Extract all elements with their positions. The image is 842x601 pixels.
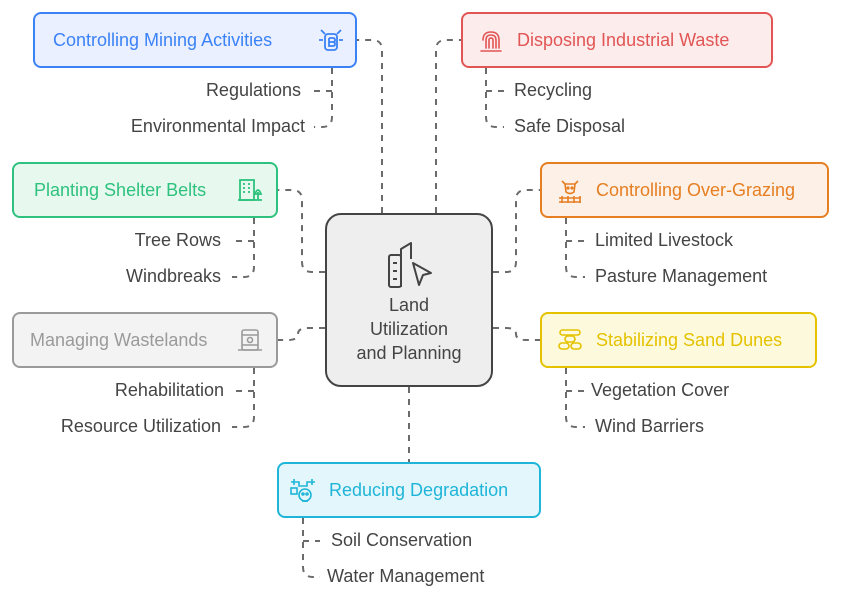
list-item: Limited Livestock bbox=[595, 230, 734, 250]
skull-pipes-icon bbox=[290, 479, 315, 502]
waste-barrel-icon bbox=[238, 329, 262, 351]
topic-sand-dunes[interactable]: Stabilizing Sand Dunes bbox=[540, 312, 817, 368]
list-item: Soil Conservation bbox=[331, 530, 473, 550]
list-item: Regulations bbox=[205, 80, 301, 100]
central-label-line-1: Land bbox=[388, 295, 430, 315]
list-item: Resource Utilization bbox=[60, 416, 221, 436]
mining-bitcoin-icon bbox=[319, 29, 343, 51]
topic-mining-activities[interactable]: Controlling Mining Activities bbox=[33, 12, 357, 68]
topic-label: Reducing Degradation bbox=[329, 479, 509, 500]
list-item: Environmental Impact bbox=[130, 116, 305, 136]
cow-fence-icon bbox=[559, 180, 581, 203]
topic-label: Disposing Industrial Waste bbox=[517, 29, 730, 50]
list-item: Windbreaks bbox=[125, 266, 221, 286]
list-item: Water Management bbox=[327, 566, 485, 586]
list-item: Rehabilitation bbox=[114, 380, 224, 400]
topic-over-grazing[interactable]: Controlling Over-Grazing bbox=[540, 162, 829, 218]
list-item: Tree Rows bbox=[134, 230, 221, 250]
topic-label: Controlling Over-Grazing bbox=[596, 179, 796, 200]
list-item: Wind Barriers bbox=[595, 416, 705, 436]
building-tree-icon bbox=[238, 179, 263, 201]
sandbags-icon bbox=[558, 329, 582, 350]
list-item: Pasture Management bbox=[595, 266, 768, 286]
central-node[interactable]: Land Utilization and Planning bbox=[325, 213, 493, 387]
topic-label: Managing Wastelands bbox=[30, 329, 208, 350]
list-item: Recycling bbox=[514, 80, 593, 100]
central-label-line-2: Utilization bbox=[369, 319, 449, 339]
list-item: Vegetation Cover bbox=[591, 380, 730, 400]
topic-shelter-belts[interactable]: Planting Shelter Belts bbox=[12, 162, 278, 218]
topic-label: Stabilizing Sand Dunes bbox=[596, 329, 783, 350]
factory-cursor-icon bbox=[388, 242, 432, 288]
central-node-label: Land Utilization and Planning bbox=[327, 293, 491, 365]
fingerprint-icon bbox=[480, 31, 502, 52]
topic-label: Planting Shelter Belts bbox=[34, 179, 207, 200]
central-label-line-3: and Planning bbox=[356, 343, 462, 363]
topic-wastelands[interactable]: Managing Wastelands bbox=[12, 312, 278, 368]
topic-label: Controlling Mining Activities bbox=[53, 29, 273, 50]
topic-reducing-degradation[interactable]: Reducing Degradation bbox=[277, 462, 541, 518]
list-item: Safe Disposal bbox=[514, 116, 626, 136]
topic-industrial-waste[interactable]: Disposing Industrial Waste bbox=[461, 12, 773, 68]
